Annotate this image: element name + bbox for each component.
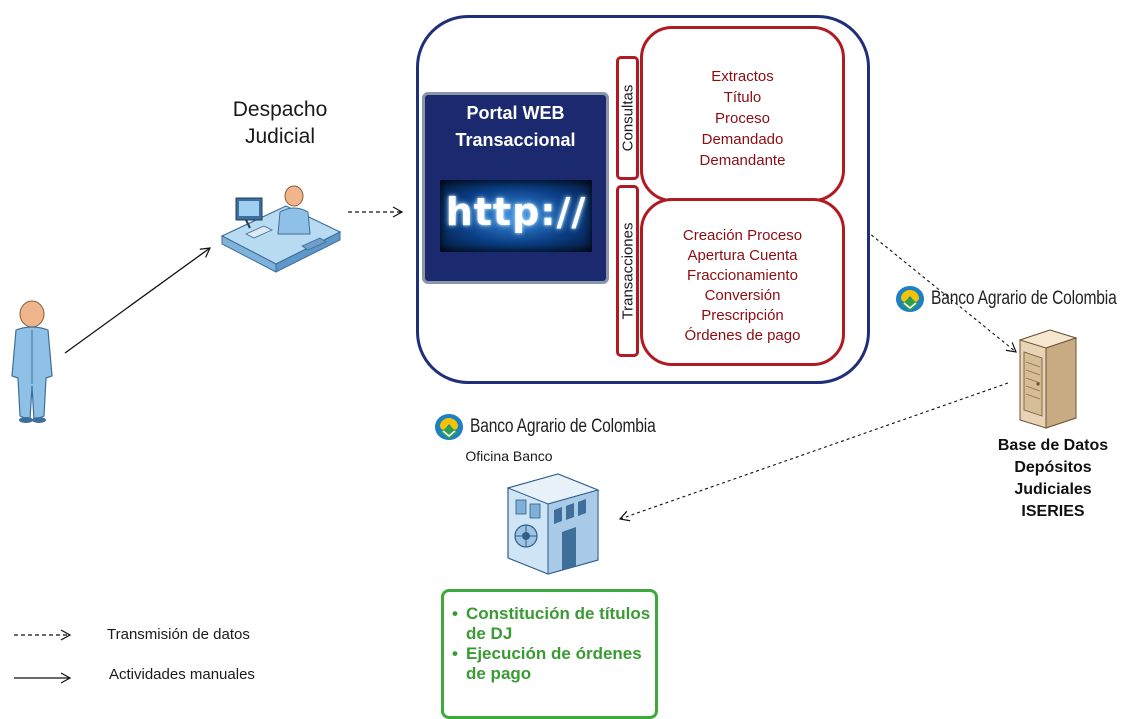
http-screen-image bbox=[440, 180, 592, 252]
consultas-item: Demandado bbox=[701, 131, 784, 148]
bank-logo-center: Banco Agrario de Colombia bbox=[432, 412, 696, 442]
consultas-item: Título bbox=[723, 89, 762, 106]
consultas-list: Extractos Título Proceso Demandado Deman… bbox=[646, 66, 839, 171]
bank-leaf-logo-icon bbox=[896, 286, 924, 312]
transacciones-item: Apertura Cuenta bbox=[687, 247, 798, 264]
transacciones-tab-label: Transacciones bbox=[619, 222, 636, 320]
despacho-label: Despacho Judicial bbox=[205, 96, 355, 150]
data-arrow-portal-to-database bbox=[847, 215, 1017, 353]
consultas-box bbox=[640, 26, 845, 202]
consultas-item: Demandante bbox=[699, 152, 786, 169]
despacho-label-line1: Despacho bbox=[232, 98, 328, 121]
consultas-tab-label: Consultas bbox=[619, 84, 636, 152]
database-caption-line1: Base de Datos bbox=[997, 437, 1109, 454]
legend-solid-label: Actividades manuales bbox=[109, 666, 255, 683]
http-screen-text: http:// bbox=[445, 190, 587, 234]
oficina-operation-item: • Constitución de títulos de DJ bbox=[452, 604, 652, 644]
manual-arrow-person-to-despacho bbox=[64, 247, 212, 354]
transacciones-item: Prescripción bbox=[701, 307, 784, 324]
database-caption-line3: Judiciales bbox=[1014, 481, 1092, 498]
transacciones-item: Creación Proceso bbox=[682, 227, 803, 244]
transacciones-item: Órdenes de pago bbox=[684, 327, 801, 344]
database-server-icon bbox=[1018, 329, 1078, 429]
bullet-icon: • bbox=[452, 604, 458, 623]
portal-title-line2: Transaccional bbox=[455, 130, 576, 150]
database-caption: Base de Datos Depósitos Judiciales ISERI… bbox=[978, 435, 1128, 523]
consultas-tab: Consultas bbox=[616, 56, 639, 180]
oficina-operation-text: Ejecución de órdenes de pago bbox=[466, 644, 642, 683]
bank-name-center: Banco Agrario de Colombia bbox=[470, 416, 656, 437]
bullet-icon: • bbox=[452, 644, 458, 663]
bank-name-right: Banco Agrario de Colombia bbox=[931, 288, 1117, 309]
bank-leaf-logo-icon bbox=[435, 414, 463, 440]
database-caption-line2: Depósitos bbox=[1014, 459, 1092, 476]
portal-title: Portal WEB Transaccional bbox=[428, 100, 603, 154]
oficina-operation-text: Constitución de títulos de DJ bbox=[466, 604, 651, 643]
consultas-item: Extractos bbox=[711, 68, 774, 85]
office-worker-desk-icon bbox=[220, 185, 342, 273]
transacciones-item: Fraccionamiento bbox=[687, 267, 798, 284]
oficina-operations-list: • Constitución de títulos de DJ • Ejecució… bbox=[452, 604, 652, 684]
data-arrow-database-to-oficina bbox=[618, 382, 1009, 522]
transacciones-tab: Transacciones bbox=[616, 185, 639, 357]
oficina-banco-label: Oficina Banco bbox=[465, 448, 553, 464]
transacciones-item: Conversión bbox=[704, 287, 781, 304]
oficina-operation-item: • Ejecución de órdenes de pago bbox=[452, 644, 652, 684]
transacciones-box bbox=[640, 198, 845, 366]
person-icon bbox=[11, 300, 53, 423]
consultas-item: Proceso bbox=[714, 110, 771, 127]
legend-dashed-label: Transmisión de datos bbox=[107, 626, 250, 643]
despacho-label-line2: Judicial bbox=[244, 125, 316, 148]
bank-logo-right: Banco Agrario de Colombia bbox=[893, 284, 1139, 314]
portal-title-line1: Portal WEB bbox=[466, 103, 565, 123]
transacciones-list: Creación Proceso Apertura Cuenta Fraccio… bbox=[646, 226, 839, 346]
database-caption-line4: ISERIES bbox=[1021, 503, 1085, 520]
bank-building-icon bbox=[506, 473, 600, 575]
